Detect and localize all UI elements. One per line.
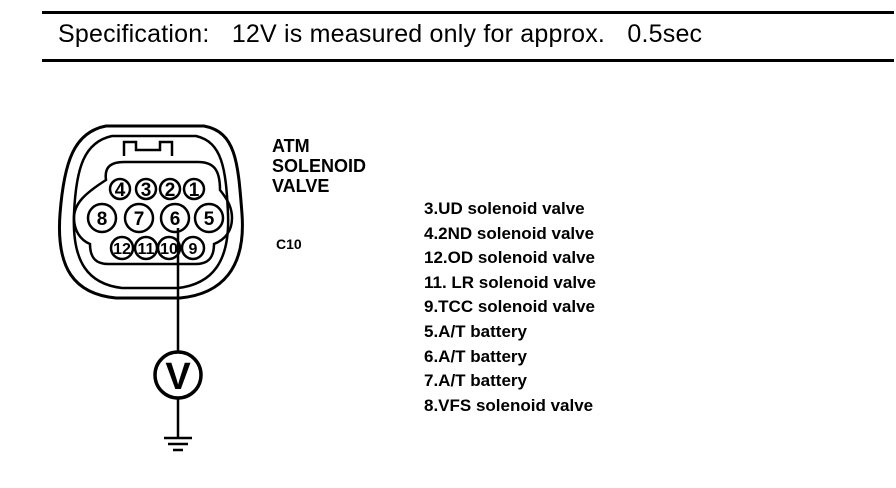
pin-2-label: 2 [165, 180, 176, 201]
spec-text: 12V is measured only for approx. [231, 20, 606, 48]
pin-9 [180, 235, 206, 261]
pin-9-label: 9 [189, 241, 198, 258]
component-title-line-2: SOLENOID [272, 156, 367, 176]
legend-item: 5.A/T battery [424, 321, 527, 341]
pin-7 [123, 202, 155, 234]
legend-item: 6.A/T battery [424, 346, 527, 366]
component-title: ATM SOLENOID VALVE [272, 136, 366, 196]
pin-10-label: 10 [160, 241, 178, 258]
pin-legend: 3.UD solenoid valve 4.2ND solenoid valve… [424, 197, 596, 418]
pin-row-middle: 8 7 6 5 [86, 202, 225, 234]
legend-item: 4.2ND solenoid valve [424, 223, 595, 243]
bottom-rule [42, 59, 894, 62]
pin-5-label: 5 [204, 209, 215, 230]
pin-4 [108, 177, 132, 201]
pin-1 [182, 177, 206, 201]
spec-label: Specification: [58, 20, 210, 48]
pin-cavity [72, 160, 234, 266]
voltmeter-symbol: V [165, 356, 191, 398]
component-title-line-3: VALVE [272, 176, 330, 196]
legend-item: 8.VFS solenoid valve [424, 395, 594, 415]
connector-housing-inner [72, 134, 230, 290]
pin-2 [158, 177, 182, 201]
pin-6-label: 6 [170, 209, 181, 230]
pin-3-label: 3 [141, 180, 152, 201]
pin-6 [159, 202, 191, 234]
pin-3 [134, 177, 158, 201]
pin-11-label: 11 [138, 241, 155, 258]
pin-1-label: 1 [189, 180, 200, 201]
pin-5 [193, 202, 225, 234]
legend-item: 12.OD solenoid valve [424, 248, 596, 268]
pin-7-label: 7 [134, 209, 145, 230]
legend-item: 11. LR solenoid valve [424, 272, 596, 292]
connector-housing-outer [57, 124, 244, 300]
pin-8 [86, 202, 118, 234]
pin-row-bottom: 12 11 10 9 [109, 235, 206, 261]
legend-item: 7.A/T battery [424, 371, 527, 391]
ground-icon [164, 436, 192, 452]
connector-latch [122, 140, 174, 156]
top-rule [42, 11, 894, 14]
component-title-line-1: ATM [272, 136, 310, 156]
pin-4-label: 4 [115, 180, 126, 201]
pin-12 [109, 235, 135, 261]
legend-item: 9.TCC solenoid valve [424, 297, 595, 317]
connector-id: C10 [276, 236, 302, 252]
pin-12-label: 12 [113, 241, 131, 258]
legend-item: 3.UD solenoid valve [424, 199, 585, 218]
specification-text: Specification: 12V is measured only for … [58, 20, 702, 49]
pin-row-top: 4 3 2 1 [108, 177, 206, 201]
pin-10 [156, 235, 182, 261]
spec-value: 0.5sec [627, 20, 703, 48]
pin-8-label: 8 [97, 209, 108, 230]
